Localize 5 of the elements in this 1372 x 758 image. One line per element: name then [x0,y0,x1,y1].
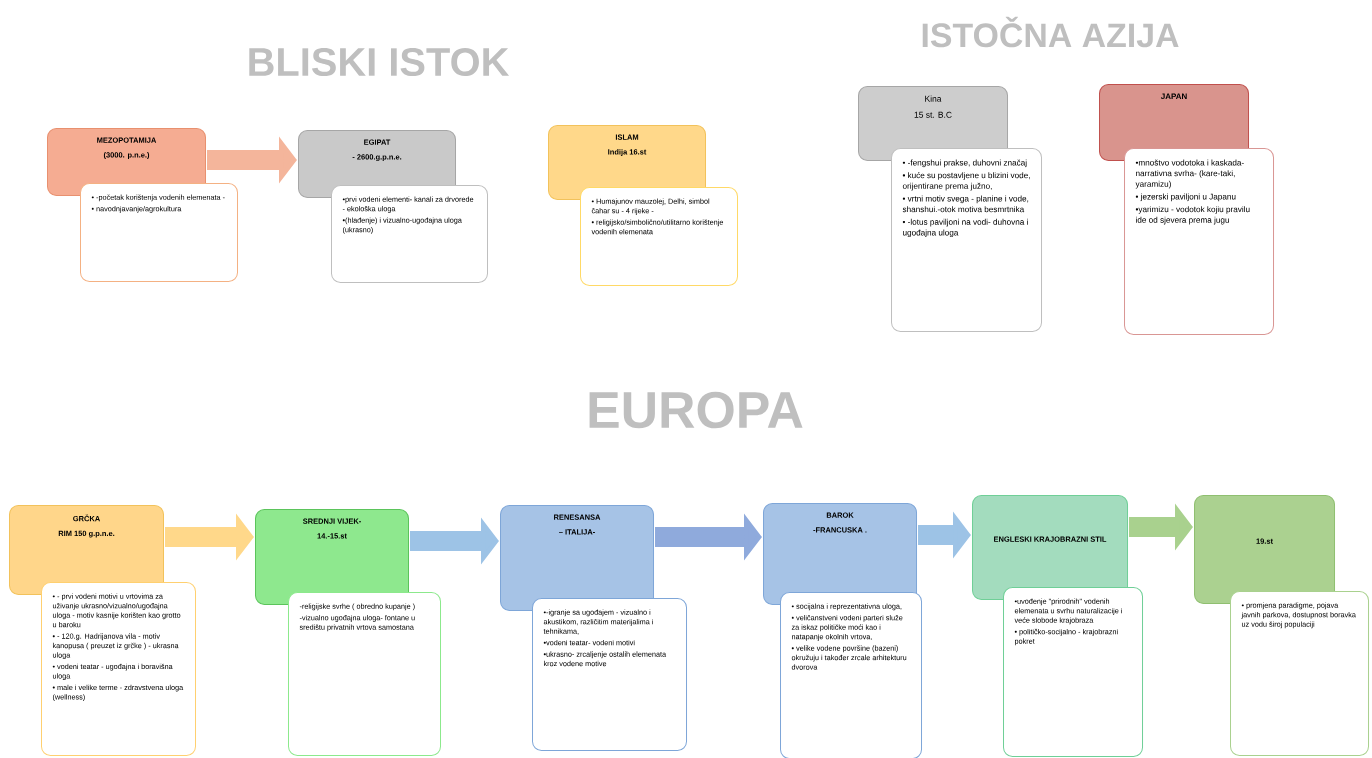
section-title: ISTOČNA AZIJA [922,16,1179,48]
section-title: BLISKI ISTOK [249,47,510,77]
section-title: EUROPA [589,391,803,429]
text-card: • -fengshui prakse, duhovni značaj • kuće su postavljene u blizini vode, orijentirane prema južno, • vrtni motiv svega - planine i vode, shanshui.-otok motiva besmrtnika • -lotus paviljoni na vodi- duhovna i ugođajna uloga [891,148,1042,332]
text-card: •mnoštvo vodotoka i kaskada- narrativna svrha- (kare-taki, yaramizu) • jezerski paviljoni u Japanu •yarimizu - vodotok kojiu pravilu ide od sjevera prema jugu [1124,148,1274,335]
